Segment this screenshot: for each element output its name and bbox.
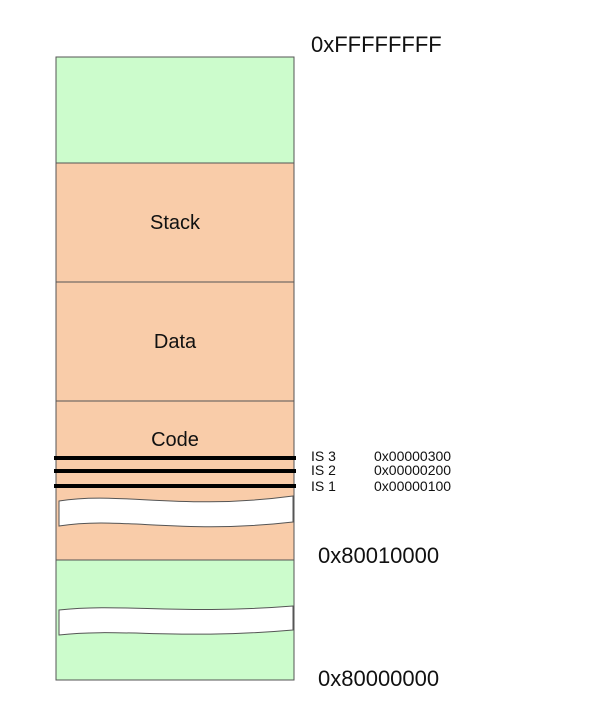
is1-label: IS 1 xyxy=(311,478,336,494)
is1-address: 0x00000100 xyxy=(374,478,451,494)
is2-label: IS 2 xyxy=(311,462,336,478)
data-label: Data xyxy=(154,331,197,353)
is3-label: IS 3 xyxy=(311,448,336,464)
free-region-top xyxy=(55,56,295,164)
code-segment xyxy=(55,400,295,561)
stack-segment xyxy=(55,162,295,283)
address-top: 0xFFFFFFFF xyxy=(311,32,442,57)
data-segment xyxy=(55,281,295,402)
is2-address: 0x00000200 xyxy=(374,462,451,478)
code-break-gap xyxy=(58,495,294,528)
is3-address: 0x00000300 xyxy=(374,448,451,464)
code-label: Code xyxy=(151,429,199,451)
address-mid: 0x80010000 xyxy=(318,543,439,568)
free-region-break-gap xyxy=(58,605,294,636)
stack-label: Stack xyxy=(150,212,201,234)
address-bottom: 0x80000000 xyxy=(318,666,439,691)
